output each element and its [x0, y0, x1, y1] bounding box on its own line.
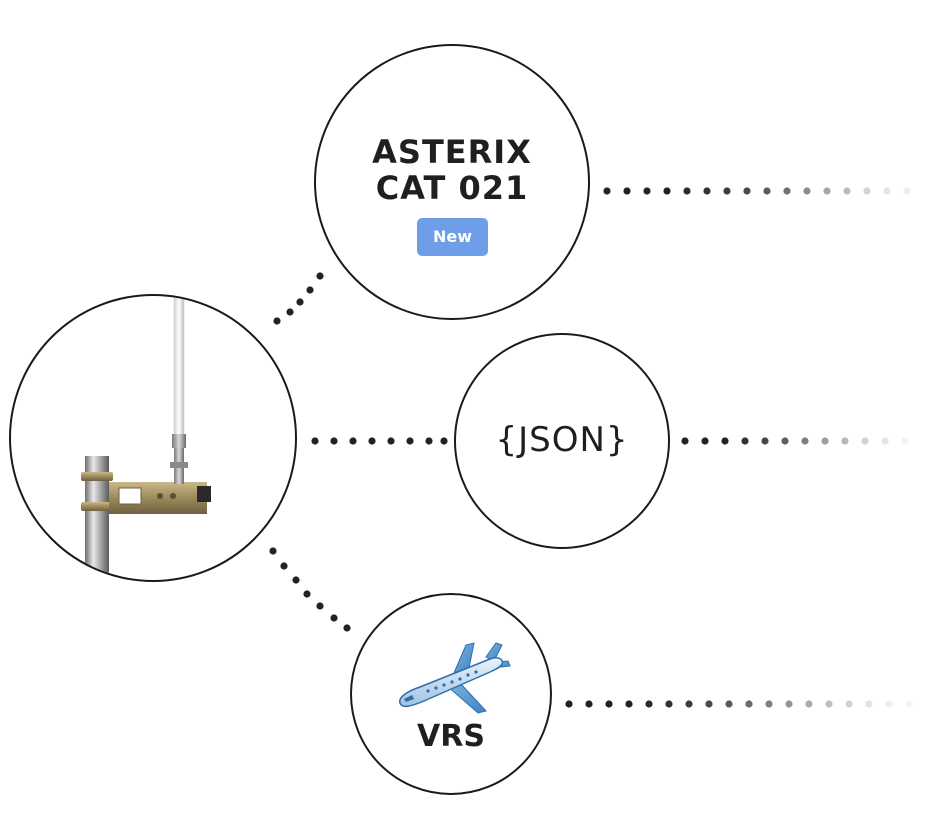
asterix-title: ASTERIX CAT 021 — [316, 134, 588, 206]
node-antenna[interactable] — [9, 294, 297, 582]
asterix-title-line2: CAT 021 — [375, 169, 529, 207]
airplane-icon — [399, 642, 511, 714]
asterix-title-line1: ASTERIX — [372, 133, 532, 171]
connector-antenna-to-json — [311, 437, 448, 445]
node-asterix-cat021[interactable]: ASTERIX CAT 021 New — [314, 44, 590, 320]
node-vrs[interactable]: VRS — [350, 593, 552, 795]
connector-vrs-output — [565, 700, 913, 708]
json-title: {JSON} — [495, 420, 629, 460]
connector-json-output — [681, 437, 909, 445]
connector-asterix-output — [603, 187, 911, 195]
new-badge: New — [417, 218, 488, 256]
antenna-icon — [81, 296, 211, 580]
node-json[interactable]: {JSON} — [454, 333, 670, 549]
vrs-title: VRS — [417, 719, 485, 754]
